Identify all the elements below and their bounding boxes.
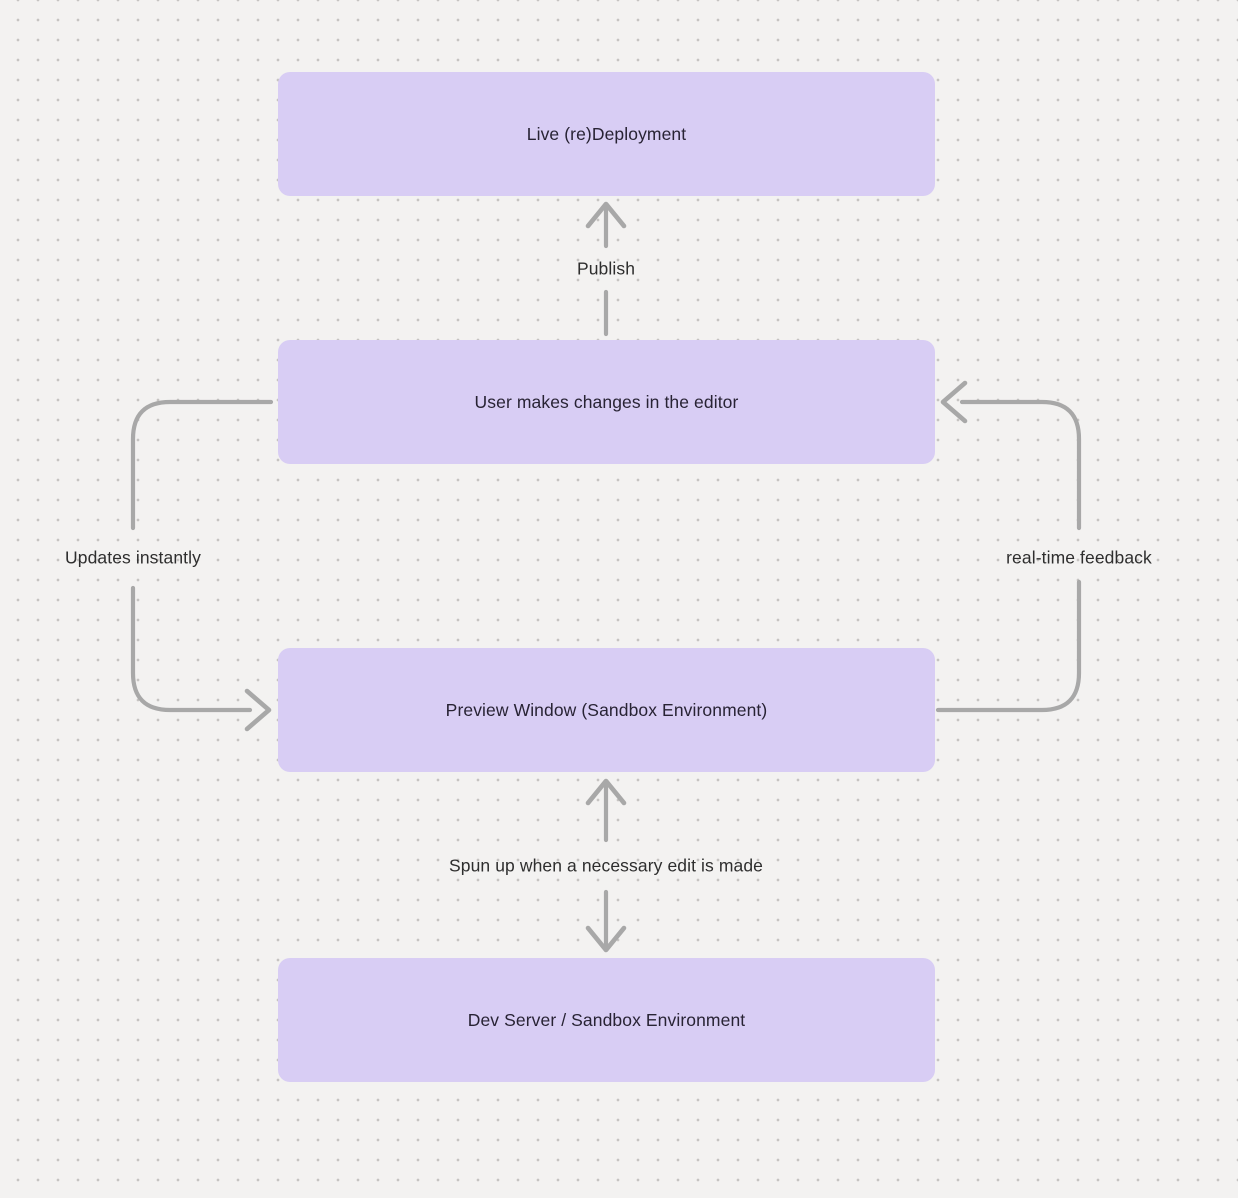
node-preview-window-label: Preview Window (Sandbox Environment): [445, 699, 768, 720]
publish-arrowhead-up-icon: [585, 201, 627, 229]
real-time-feedback-arrow: [935, 380, 1082, 713]
edge-label-spun-up: Spun up when a necessary edit is made: [448, 855, 764, 876]
spun-up-arrowhead-down-icon: [585, 925, 627, 953]
spun-up-arrowhead-up-icon: [585, 778, 627, 806]
node-live-deployment-label: Live (re)Deployment: [526, 123, 687, 144]
node-live-deployment: Live (re)Deployment: [278, 72, 935, 196]
updates-arrowhead-right-icon: [244, 688, 272, 732]
node-dev-server-label: Dev Server / Sandbox Environment: [467, 1009, 746, 1030]
edge-label-publish: Publish: [576, 258, 636, 279]
updates-arrow-lower-segment: [130, 585, 253, 713]
node-dev-server: Dev Server / Sandbox Environment: [278, 958, 935, 1082]
feedback-arrowhead-left-icon: [940, 380, 968, 424]
feedback-arrow-upper-segment: [959, 399, 1082, 531]
edge-label-updates-instantly: Updates instantly: [65, 547, 201, 568]
updates-arrow-upper-segment: [130, 399, 274, 531]
edge-label-real-time-feedback: real-time feedback: [1006, 547, 1152, 568]
node-preview-window: Preview Window (Sandbox Environment): [278, 648, 935, 772]
node-editor: User makes changes in the editor: [278, 340, 935, 464]
feedback-arrow-lower-segment: [935, 579, 1082, 713]
node-editor-label: User makes changes in the editor: [474, 391, 739, 412]
